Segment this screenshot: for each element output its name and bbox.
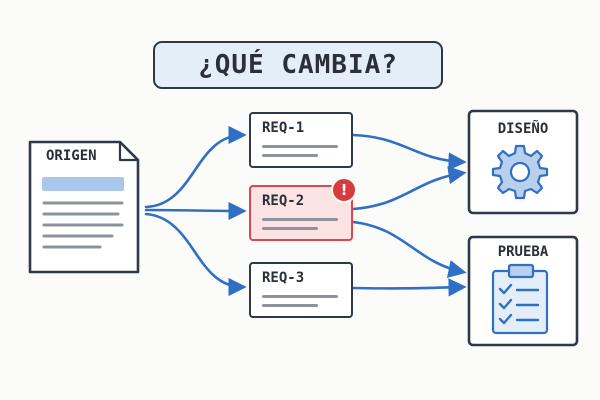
req-box-3: REQ-3	[249, 262, 353, 318]
gear-icon	[491, 144, 549, 200]
req-1-label: REQ-1	[262, 120, 305, 136]
arrow-req2-to-design	[351, 166, 467, 211]
origin-highlight-bar	[42, 177, 124, 191]
design-box	[467, 109, 579, 215]
req-box-1: REQ-1	[249, 112, 353, 168]
req-3-text-line	[262, 304, 318, 307]
arrow-origin-to-req3	[144, 212, 247, 297]
req-2-label: REQ-2	[262, 193, 305, 209]
diagram-title: ¿QUÉ CAMBIA?	[153, 41, 443, 89]
arrow-origin-to-req2	[144, 201, 247, 221]
req-1-text-line	[262, 154, 318, 157]
req-3-label: REQ-3	[262, 270, 305, 286]
test-label: PRUEBA	[497, 244, 549, 260]
clipboard-checklist-icon	[491, 263, 549, 335]
arrow-req2-to-test	[351, 220, 467, 278]
arrow-req3-to-test	[351, 278, 467, 297]
arrow-origin-to-req1	[144, 125, 247, 209]
origin-document	[28, 140, 140, 274]
alert-badge-icon: !	[331, 177, 357, 203]
test-box	[467, 235, 579, 347]
origin-label: ORIGEN	[46, 148, 97, 164]
design-label: DISEÑO	[497, 121, 549, 137]
req-2-text-line	[262, 218, 338, 221]
req-2-text-line	[262, 227, 318, 230]
req-3-text-line	[262, 295, 338, 298]
arrow-req1-to-design	[351, 133, 467, 171]
req-1-text-line	[262, 145, 338, 148]
